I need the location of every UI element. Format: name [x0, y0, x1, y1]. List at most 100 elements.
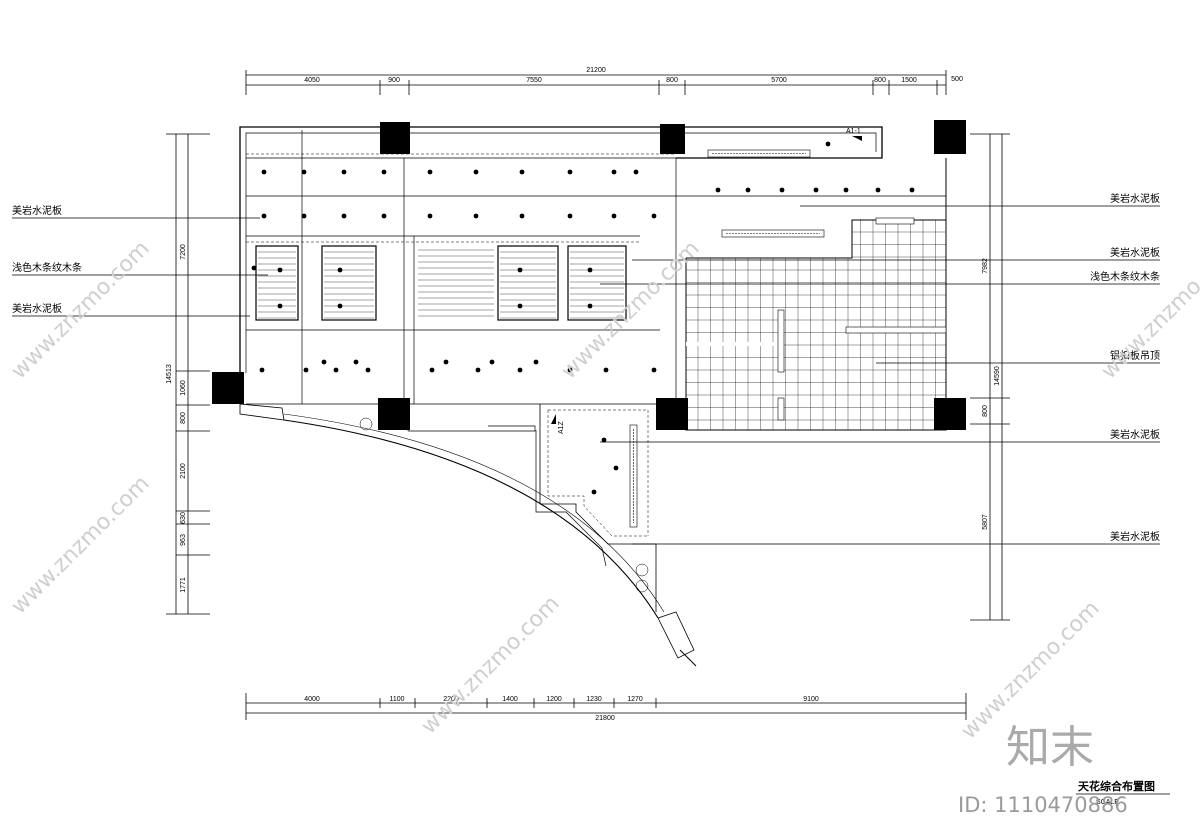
top-dim-1: 4050	[304, 77, 320, 84]
downlight-fixture	[779, 187, 785, 193]
watermark-text-2: www.znzmo.com	[557, 236, 705, 384]
bottom-dim-3: 2200	[443, 696, 459, 703]
downlight-fixture	[517, 367, 523, 373]
top-dim-5: 5700	[771, 77, 787, 84]
downlight-fixture	[259, 367, 265, 373]
right-total-dim: 14590	[994, 366, 1001, 386]
bottom-dim-1: 4000	[304, 696, 320, 703]
wood-panel	[321, 245, 377, 321]
downlight-fixture	[277, 303, 283, 309]
downlight-fixture	[633, 169, 639, 175]
downlight-fixture	[567, 169, 573, 175]
downlight-fixture	[843, 187, 849, 193]
top-dim-3: 7550	[526, 77, 542, 84]
downlight-fixture	[591, 489, 597, 495]
label-right-6: 美岩水泥板	[1110, 530, 1160, 543]
tag-a1z-marker	[551, 414, 556, 424]
bottom-dim-7: 1270	[627, 696, 643, 703]
bottom-dim-4: 1400	[502, 696, 518, 703]
downlight-fixture	[301, 169, 307, 175]
top-dim-7: 1500	[901, 77, 917, 84]
label-left-2: 浅色木条纹木条	[12, 261, 82, 274]
right-dim-3: 5807	[982, 514, 989, 530]
bottom-dim-5: 1200	[546, 696, 562, 703]
downlight-fixture	[567, 213, 573, 219]
watermark-text-3: www.znzmo.com	[7, 471, 155, 619]
downlight-fixture	[715, 187, 721, 193]
downlight-fixture	[381, 213, 387, 219]
left-dim-6: 963	[180, 534, 187, 546]
label-right-1: 美岩水泥板	[1110, 192, 1160, 205]
downlight-fixture	[365, 367, 371, 373]
right-dim-2: 800	[982, 405, 989, 417]
downlight-fixture	[277, 267, 283, 273]
bottom-dim-8: 9100	[803, 696, 819, 703]
downlight-fixture	[613, 465, 619, 471]
downlight-fixture	[825, 141, 831, 147]
downlight-fixture	[473, 169, 479, 175]
downlight-fixture	[341, 169, 347, 175]
left-total-dim: 14513	[166, 364, 173, 384]
label-right-2: 美岩水泥板	[1110, 246, 1160, 259]
top-dim-4: 800	[666, 77, 678, 84]
watermark-id: ID: 1110470886	[958, 793, 1128, 817]
downlight-fixture	[427, 213, 433, 219]
downlight-fixture	[333, 367, 339, 373]
leader-lines	[12, 205, 1160, 545]
wood-strip-panels	[255, 245, 627, 321]
downlight-fixture	[429, 367, 435, 373]
drawing-title: 天花综合布置图	[1078, 779, 1155, 793]
wood-panel	[255, 245, 299, 321]
downlight-fixture	[611, 213, 617, 219]
downlight-fixture	[603, 367, 609, 373]
downlight-fixture	[567, 367, 573, 373]
bottom-dim-2: 1100	[389, 696, 404, 703]
top-dimension-chain	[245, 70, 947, 95]
right-dimension-chain	[970, 133, 1010, 621]
downlight-fixture	[587, 303, 593, 309]
structural-columns	[212, 120, 966, 430]
left-dim-4: 2100	[180, 463, 187, 479]
downlight-fixture	[443, 359, 449, 365]
downlight-fixture	[517, 303, 523, 309]
building-outline	[239, 126, 947, 667]
downlight-fixture	[601, 437, 607, 443]
label-right-5: 美岩水泥板	[1110, 428, 1160, 441]
left-dim-5: 630	[180, 512, 187, 524]
linear-lights	[629, 149, 825, 528]
tag-a1-1: A1-1	[846, 128, 861, 135]
downlights	[251, 141, 915, 495]
left-dim-3: 800	[180, 412, 187, 424]
downlight-fixture	[651, 213, 657, 219]
left-dim-1: 7200	[180, 244, 187, 260]
downlight-fixture	[321, 359, 327, 365]
left-dimension-chain	[166, 133, 210, 615]
label-right-3: 浅色木条纹木条	[1090, 270, 1160, 283]
bottom-total-dim: 21800	[595, 715, 615, 722]
downlight-fixture	[517, 267, 523, 273]
downlight-fixture	[381, 169, 387, 175]
aluminium-grid-ceiling	[685, 217, 947, 431]
watermark-text-4: www.znzmo.com	[417, 591, 565, 739]
top-dim-6: 800	[874, 77, 886, 84]
downlight-fixture	[475, 367, 481, 373]
downlight-fixture	[341, 213, 347, 219]
label-left-3: 美岩水泥板	[12, 302, 62, 315]
downlight-fixture	[909, 187, 915, 193]
downlight-fixture	[533, 359, 539, 365]
top-dim-2: 900	[388, 77, 400, 84]
downlight-fixture	[611, 169, 617, 175]
downlight-fixture	[875, 187, 881, 193]
top-dim-8: 500	[951, 76, 963, 83]
downlight-fixture	[587, 267, 593, 273]
downlight-fixture	[337, 303, 343, 309]
wood-panel	[567, 245, 627, 321]
scale-text: SCALE	[1096, 799, 1119, 806]
downlight-fixture	[353, 359, 359, 365]
tag-a1z: A1Z	[558, 420, 565, 434]
tag-a1-1-marker	[852, 136, 862, 141]
bottom-dim-6: 1230	[586, 696, 602, 703]
downlight-fixture	[473, 213, 479, 219]
label-right-4: 铝扣板吊顶	[1110, 349, 1160, 362]
